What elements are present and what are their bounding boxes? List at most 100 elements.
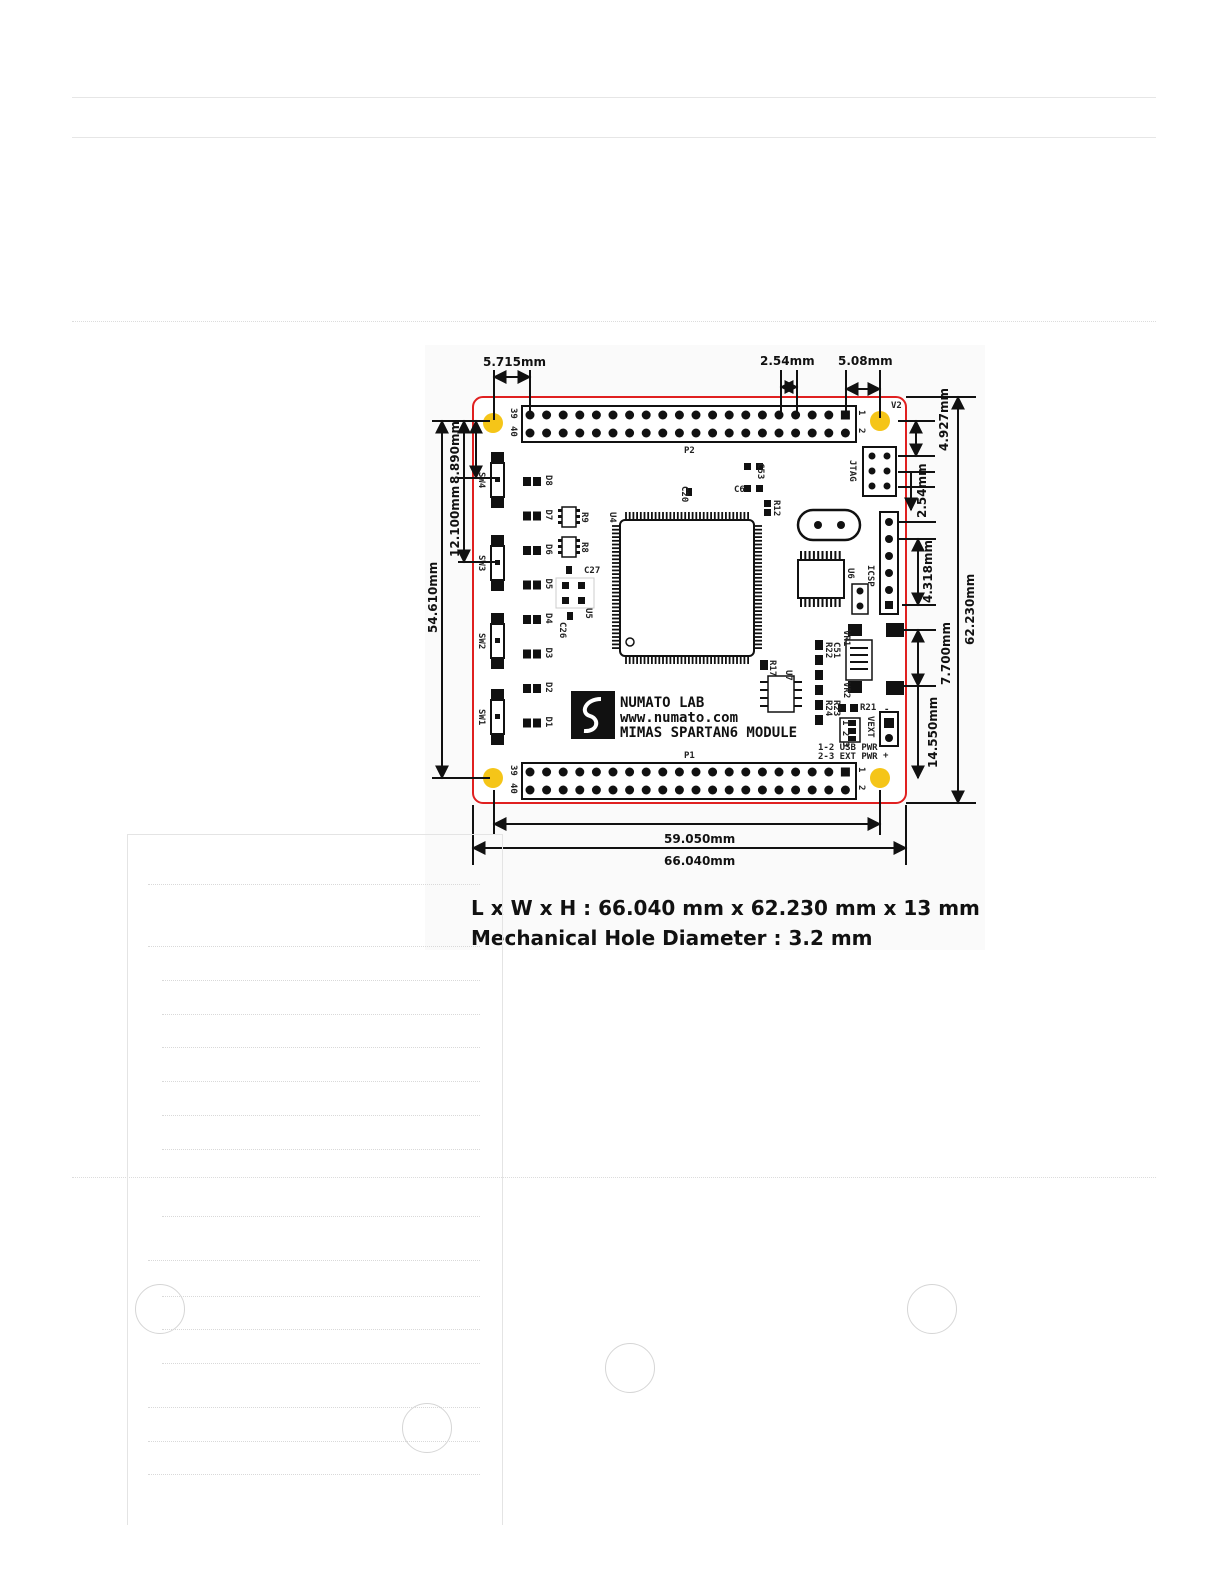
header-pin: [608, 785, 618, 795]
ic-u5: [555, 577, 595, 609]
header-pin: [542, 428, 552, 438]
crystal-pad-2: [837, 521, 845, 529]
header-pin: [757, 428, 767, 438]
fpga-leads: [612, 512, 762, 664]
header-pin: [691, 785, 701, 795]
led-pad: [523, 580, 531, 590]
led-pad: [533, 546, 541, 555]
dim-66040: 66.040mm: [664, 854, 735, 868]
header-pin: [724, 410, 734, 420]
led-pad: [533, 477, 541, 486]
spec-hole-line: Mechanical Hole Diameter : 3.2 mm: [471, 926, 873, 950]
panel-line: [162, 1047, 480, 1048]
dim-254-top: 2.54mm: [760, 354, 815, 368]
u7-leads: [760, 681, 802, 707]
led-pad: [523, 546, 531, 555]
header-pin: [774, 410, 784, 420]
pin-2-top: 2: [856, 428, 866, 433]
vext-pin: [885, 734, 893, 742]
header-pin: [591, 767, 601, 777]
header-pin: [558, 767, 568, 777]
r24-label: R24: [823, 700, 833, 717]
placeholder-circle: [605, 1343, 655, 1393]
r12-label: R12: [771, 500, 781, 516]
switch-pad: [491, 452, 504, 463]
r8-label: R8: [579, 542, 589, 553]
led-pad: [523, 615, 531, 624]
usb-tab-bottom: [886, 681, 904, 695]
header-pin: [724, 767, 734, 777]
usb-tab-top: [886, 623, 904, 637]
panel-line: [162, 1216, 480, 1217]
jtag-label: JTAG: [847, 460, 857, 482]
header-p1-pins: [525, 767, 850, 795]
switch-pad: [491, 497, 504, 508]
u5-label: U5: [583, 608, 593, 619]
header-pin: [608, 410, 618, 420]
header-pin: [658, 785, 668, 795]
header-pin: [791, 428, 801, 438]
usb-pins: [850, 647, 868, 670]
ic-u6: [797, 559, 845, 599]
crystal-pad-1: [814, 521, 822, 529]
ic-u7: [767, 675, 795, 713]
u6-jumper: [851, 583, 869, 615]
usb-connector: [845, 639, 873, 681]
u6-jumper-pin-2: [856, 602, 864, 610]
header-pin: [757, 410, 767, 420]
r21-label: R21: [860, 703, 876, 713]
top-rule: [72, 97, 1156, 98]
board-drawing: P2 P1 39 40 1 2 39 40 1 2 V2 JTAG ICSP U…: [425, 345, 985, 950]
header-pin: [542, 410, 552, 420]
header-p1: [521, 762, 857, 800]
dim-59050: 59.050mm: [664, 832, 735, 846]
power-jumper-pad-1: [848, 720, 856, 726]
header-pin: [608, 767, 618, 777]
dim-54610: 54.610mm: [426, 562, 440, 633]
header-pin: [575, 428, 585, 438]
header-pin: [591, 428, 601, 438]
panel-line: [148, 1260, 480, 1261]
placeholder-circle: [135, 1284, 185, 1334]
panel-line: [148, 1441, 480, 1442]
c6-label: C6: [734, 485, 745, 495]
u6-leads: [800, 551, 841, 607]
dim-62230: 62.230mm: [963, 574, 977, 645]
jtag-header: [862, 446, 897, 497]
header-pin: [641, 428, 651, 438]
u6-label: U6: [845, 568, 855, 579]
brand-line-1: NUMATO LAB: [620, 695, 704, 711]
header-pin: [641, 785, 651, 795]
switch-label-sw1: SW1: [476, 709, 486, 725]
header-pin: [791, 767, 801, 777]
header-pin: [691, 410, 701, 420]
led-label-d2: D2: [543, 682, 553, 693]
led-pad: [523, 718, 531, 728]
pwr-legend-ext: 2-3 EXT PWR: [818, 752, 878, 762]
header-pin: [691, 767, 701, 777]
led-label-d1: D1: [543, 717, 553, 728]
header-pin: [658, 428, 668, 438]
switch-label-sw3: SW3: [476, 555, 486, 571]
panel-line: [162, 1296, 480, 1297]
c53-label: C53: [755, 463, 765, 479]
switch-pad: [491, 535, 504, 546]
dim-508: 5.08mm: [838, 354, 893, 368]
switch-pad: [491, 613, 504, 624]
header-pin: [625, 785, 635, 795]
fpga-label: U4: [607, 512, 617, 523]
switch-button: [495, 714, 500, 719]
header-pin: [575, 767, 585, 777]
header-pin: [741, 767, 751, 777]
header-pin: [774, 785, 784, 795]
placeholder-circle: [402, 1403, 452, 1453]
header-pin: [658, 410, 668, 420]
lower-rule: [72, 1177, 1156, 1178]
header-pin: [625, 428, 635, 438]
header-pin: [741, 785, 751, 795]
dim-4927: 4.927mm: [937, 388, 951, 451]
header-pin: [807, 410, 817, 420]
header-pin: [575, 410, 585, 420]
plus-sign: +: [883, 751, 889, 761]
